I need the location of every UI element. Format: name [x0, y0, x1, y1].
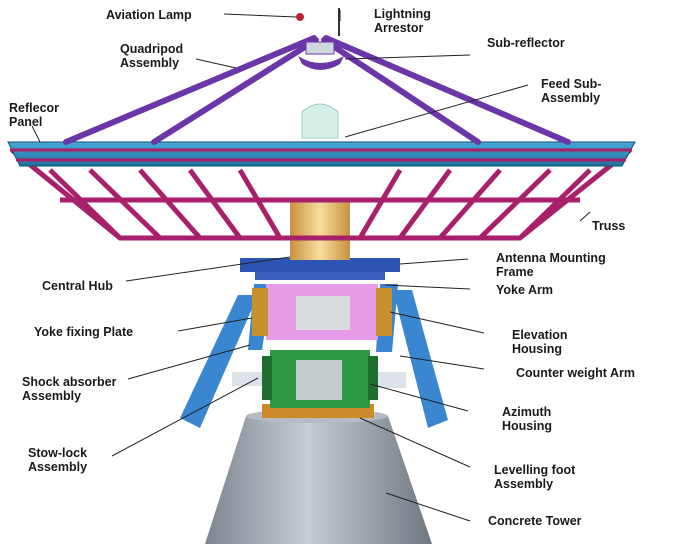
label-quadripod-assembly: Quadripod Assembly [120, 42, 184, 70]
label-sub-reflector: Sub-reflector [487, 36, 565, 50]
label-stow-lock-assembly: Stow-lock Assembly [28, 446, 88, 474]
label-truss: Truss [592, 219, 626, 233]
label-yoke-arm: Yoke Arm [496, 283, 553, 297]
concrete-tower [205, 416, 432, 544]
reflector-panel [7, 141, 636, 167]
label-concrete-tower: Concrete Tower [488, 514, 582, 528]
sub-reflector [298, 56, 344, 70]
label-aviation-lamp: Aviation Lamp [106, 8, 192, 22]
label-elevation-housing: Elevation Housing [512, 328, 568, 356]
label-antenna-mounting-frame: Antenna Mounting Frame [496, 251, 606, 279]
label-yoke-fixing-plate: Yoke fixing Plate [34, 325, 134, 339]
feed-sub-assembly [301, 103, 339, 139]
quadripod [63, 35, 571, 145]
label-counter-weight-arm: Counter weight Arm [516, 366, 635, 380]
label-feed-sub-assembly: Feed Sub- Assembly [541, 77, 602, 105]
label-azimuth-housing: Azimuth Housing [502, 405, 552, 433]
label-lightning-arrestor: Lightning Arrestor [374, 7, 431, 35]
truss [10, 148, 632, 241]
counter-weight-arm-left [180, 295, 258, 428]
label-central-hub: Central Hub [42, 279, 113, 293]
label-reflector-panel: Reflecor Panel [9, 101, 60, 129]
aviation-lamp [296, 13, 304, 21]
label-levelling-foot-assembly: Levelling foot Assembly [494, 463, 576, 491]
antenna-mounting-frame [240, 258, 400, 272]
label-shock-absorber-assembly: Shock absorber Assembly [22, 375, 117, 403]
central-hub [290, 200, 350, 260]
